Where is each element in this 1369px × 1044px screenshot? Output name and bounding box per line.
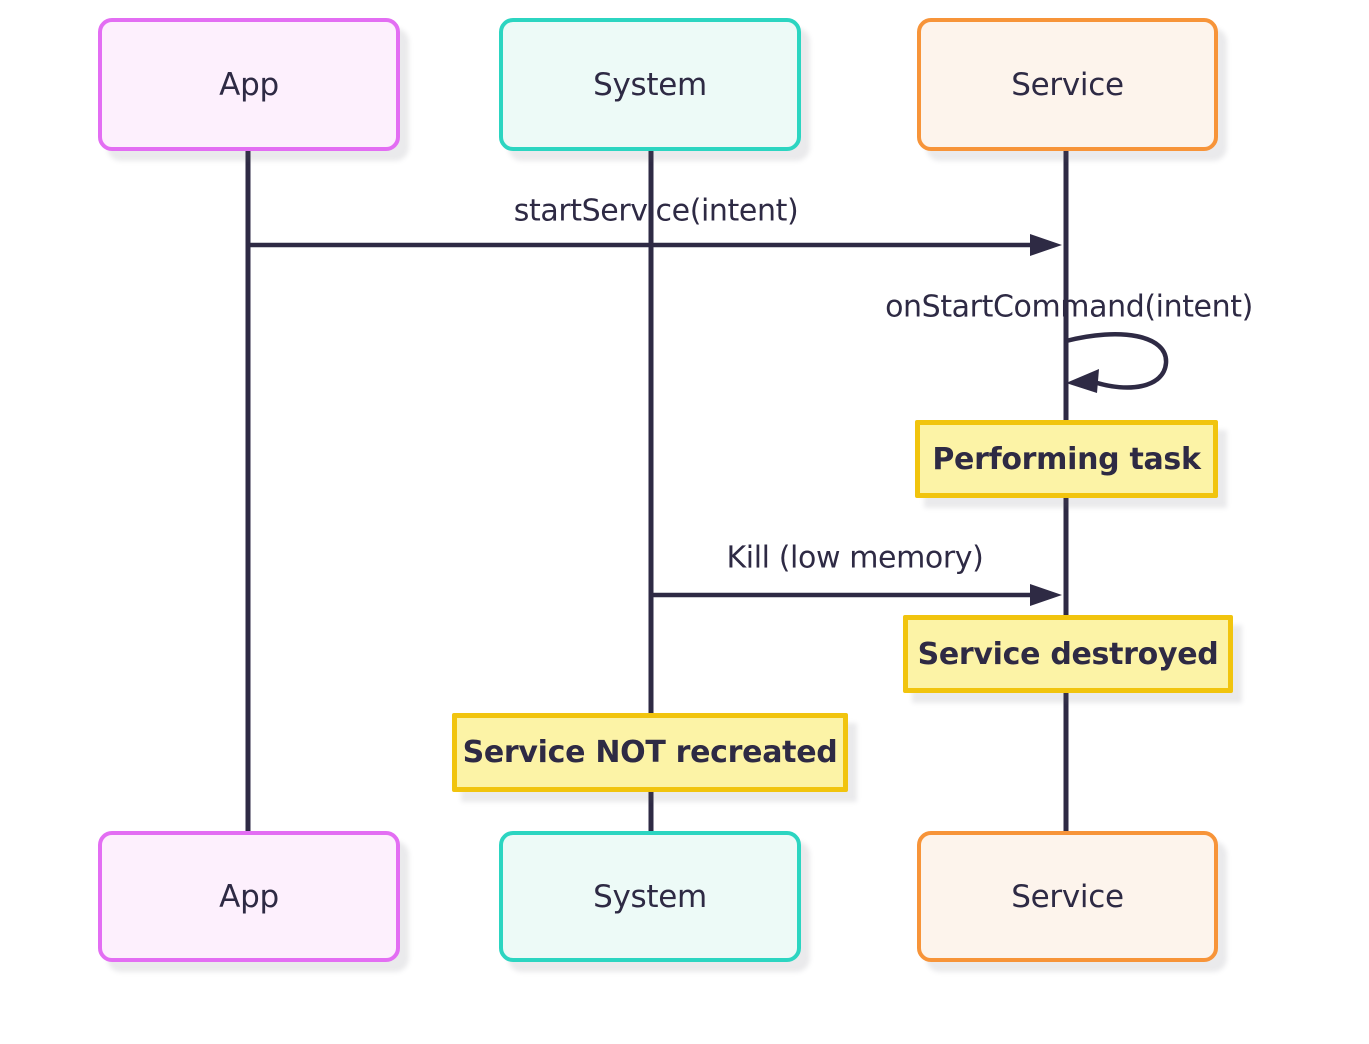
message-arrowhead-startservice	[1030, 234, 1062, 256]
note-service-not-recreated: Service NOT recreated	[452, 713, 848, 792]
actor-label-system-top: System	[593, 66, 707, 103]
note-service-not-recreated-label: Service NOT recreated	[462, 735, 838, 770]
actor-label-service-bottom: Service	[1011, 878, 1124, 915]
actor-box-app-top: App	[98, 18, 400, 151]
actor-label-app-top: App	[219, 66, 279, 103]
note-performing-task: Performing task	[915, 420, 1218, 498]
actor-box-app-bottom: App	[98, 831, 400, 962]
message-label-kill: Kill (low memory)	[726, 540, 984, 576]
actor-label-system-bottom: System	[593, 878, 707, 915]
actor-box-system-top: System	[499, 18, 801, 151]
message-arrowhead-kill	[1030, 584, 1062, 606]
selfloop-path	[1065, 332, 1169, 390]
actor-box-service-top: Service	[917, 18, 1218, 151]
actor-label-app-bottom: App	[219, 878, 279, 915]
message-label-startservice: startService(intent)	[513, 193, 799, 229]
note-service-destroyed-label: Service destroyed	[917, 636, 1219, 672]
note-service-destroyed: Service destroyed	[903, 615, 1233, 693]
message-label-onstartcommand: onStartCommand(intent)	[885, 289, 1253, 325]
actor-label-service-top: Service	[1011, 66, 1124, 103]
actor-box-service-bottom: Service	[917, 831, 1218, 962]
note-performing-task-label: Performing task	[932, 441, 1201, 477]
selfloop-arrowhead	[1066, 369, 1099, 393]
actor-box-system-bottom: System	[499, 831, 801, 962]
